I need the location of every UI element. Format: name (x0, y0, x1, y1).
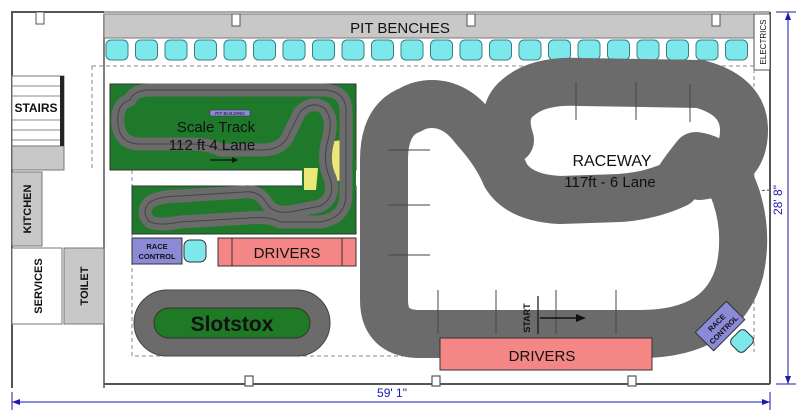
bench-seat (253, 39, 276, 61)
stairs-label: STAIRS (14, 101, 57, 115)
raceway-track: RACEWAY 117ft - 6 Lane START (360, 57, 768, 358)
bench-seat (695, 39, 719, 61)
toilet-label: TOILET (79, 266, 91, 305)
drivers-left-label: DRIVERS (254, 245, 321, 262)
bench-seat (725, 39, 748, 61)
bench-seat (636, 39, 660, 61)
race-control-right-seat (730, 329, 754, 353)
bench-seat (282, 39, 306, 61)
bench-seat (548, 39, 571, 61)
bench-seat (607, 39, 630, 61)
bench-seat (489, 39, 512, 61)
dimension-height-label: 28' 8" (771, 185, 785, 215)
scale-track-subtitle: 112 ft 4 Lane (169, 137, 255, 154)
dimension-width-label: 59' 1" (377, 386, 407, 400)
slotstox-label: Slotstox (191, 313, 274, 336)
race-control-left-line1: RACE (146, 242, 167, 251)
toilet: TOILET (63, 247, 105, 325)
bench-seat (400, 39, 424, 61)
dimension-width: 59' 1" (11, 386, 771, 410)
slotstox-track: Slotstox (133, 289, 331, 357)
track-area-boundary (92, 65, 755, 352)
dimension-height: 28' 8" (771, 11, 796, 385)
race-control-left-line2: CONTROL (138, 252, 175, 261)
services-label: SERVICES (33, 258, 45, 313)
bench-seat (341, 39, 365, 61)
pit-building-label: PIT BUILDING (215, 111, 245, 116)
bench-seat (459, 39, 483, 61)
bench-seat (666, 39, 689, 61)
bench-seats (105, 39, 748, 61)
raceway-title: RACEWAY (572, 153, 651, 170)
bench-seat (371, 39, 394, 61)
pit-benches: PIT BENCHES (35, 11, 755, 39)
bench-seat (518, 39, 542, 61)
bench-seat (164, 39, 188, 61)
bench-seat (223, 39, 247, 61)
kitchen: KITCHEN (11, 171, 43, 247)
bench-seat (194, 39, 217, 61)
stairs: STAIRS (11, 75, 65, 171)
bench-seat (135, 39, 158, 61)
pit-benches-label: PIT BENCHES (350, 20, 450, 37)
drivers-bottom-label: DRIVERS (509, 348, 576, 365)
scale-track: PIT BUILDING Scale Track 112 ft 4 Lane (109, 83, 357, 235)
scale-track-title: Scale Track (177, 119, 256, 136)
bench-seat (312, 39, 335, 61)
electrics-label: ELECTRICS (759, 20, 768, 65)
bench-seat (577, 39, 601, 61)
pit-building (209, 109, 251, 117)
race-control-left: RACE CONTROL (131, 237, 207, 265)
raceway-subtitle: 117ft - 6 Lane (564, 174, 655, 191)
start-label: START (522, 303, 532, 333)
bench-seat (430, 39, 453, 61)
services: SERVICES (11, 247, 63, 325)
drivers-stand-left: DRIVERS (217, 237, 357, 267)
kitchen-label: KITCHEN (22, 185, 34, 234)
drivers-stand-bottom: DRIVERS (439, 337, 653, 371)
bench-seat (105, 39, 129, 61)
electrics-panel: ELECTRICS (753, 13, 771, 71)
